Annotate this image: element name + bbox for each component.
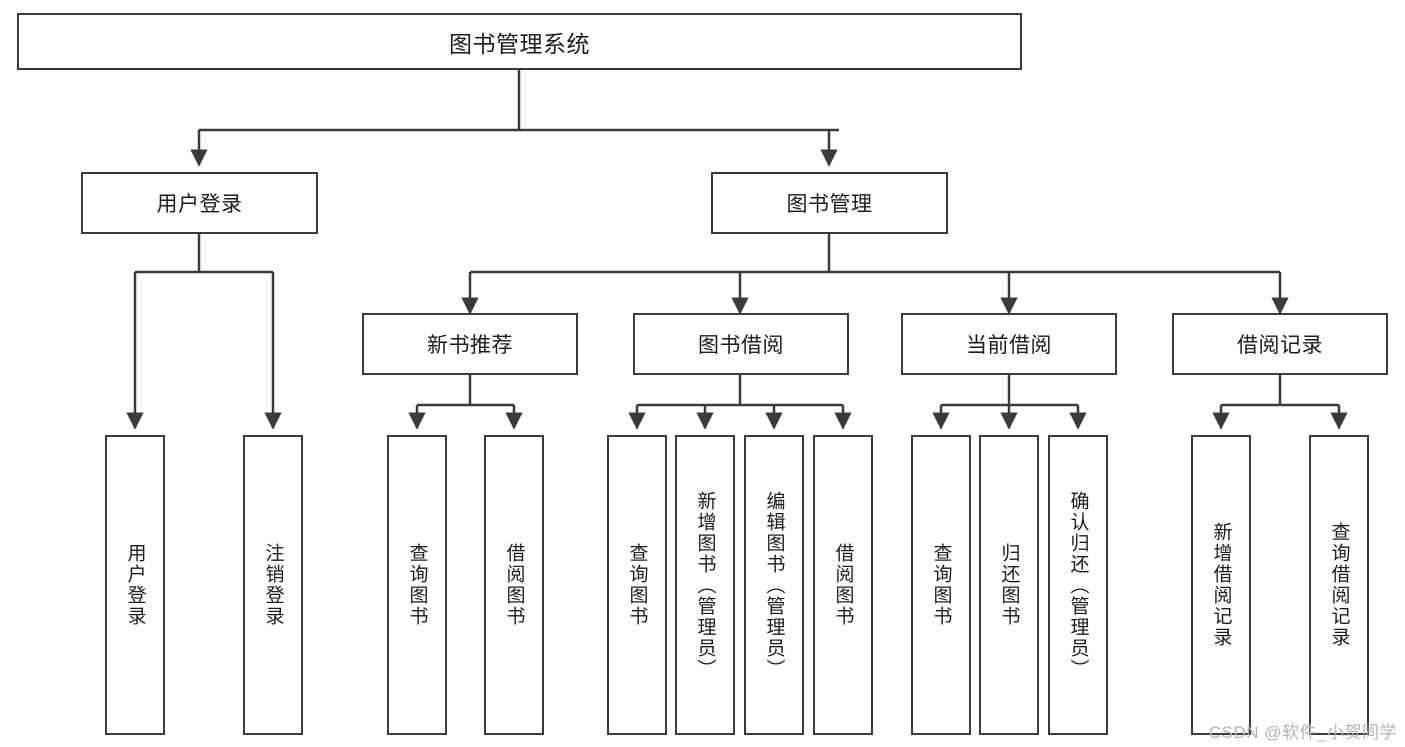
leaf-query-borrow-record[interactable]: 查询借阅记录 — [1309, 435, 1369, 735]
leaf-query-book-current[interactable]: 查询图书 — [911, 435, 971, 735]
leaf-return-book[interactable]: 归还图书 — [979, 435, 1039, 735]
node-label: 图书管理 — [786, 193, 873, 216]
node-label: 查询图书 — [406, 543, 428, 627]
node-label: 用户登录 — [156, 193, 243, 216]
leaf-add-book-admin[interactable]: 新增图书（管理员） — [675, 435, 735, 735]
node-user-login[interactable]: 用户登录 — [81, 172, 318, 234]
node-label: 当前借阅 — [966, 334, 1052, 357]
node-label: 新书推荐 — [427, 334, 513, 357]
node-current-borrow[interactable]: 当前借阅 — [901, 313, 1117, 375]
node-book-borrow[interactable]: 图书借阅 — [633, 313, 849, 375]
leaf-confirm-return-admin[interactable]: 确认归还（管理员） — [1048, 435, 1108, 735]
node-label: 查询借阅记录 — [1328, 522, 1350, 648]
node-label: 借阅记录 — [1237, 334, 1323, 357]
leaf-edit-book-admin[interactable]: 编辑图书（管理员） — [744, 435, 804, 735]
leaf-user-login[interactable]: 用户登录 — [105, 435, 165, 735]
node-book-management[interactable]: 图书管理 — [711, 172, 948, 234]
node-label: 新增图书（管理员） — [694, 490, 716, 680]
node-borrow-record[interactable]: 借阅记录 — [1172, 313, 1388, 375]
node-label: 注销登录 — [262, 543, 284, 627]
leaf-query-book-borrow[interactable]: 查询图书 — [607, 435, 667, 735]
leaf-add-borrow-record[interactable]: 新增借阅记录 — [1191, 435, 1251, 735]
node-root-book-management-system[interactable]: 图书管理系统 — [17, 13, 1022, 70]
leaf-borrow-book[interactable]: 借阅图书 — [813, 435, 873, 735]
node-label: 查询图书 — [626, 543, 648, 627]
leaf-query-book-recommend[interactable]: 查询图书 — [387, 435, 447, 735]
node-label: 图书管理系统 — [449, 30, 590, 57]
node-label: 确认归还（管理员） — [1067, 490, 1089, 680]
leaf-borrow-book-recommend[interactable]: 借阅图书 — [484, 435, 544, 735]
node-label: 归还图书 — [998, 543, 1020, 627]
node-label: 用户登录 — [124, 543, 146, 627]
node-label: 借阅图书 — [503, 543, 525, 627]
node-new-book-recommend[interactable]: 新书推荐 — [362, 313, 578, 375]
leaf-logout-login[interactable]: 注销登录 — [243, 435, 303, 735]
node-label: 图书借阅 — [698, 334, 784, 357]
node-label: 编辑图书（管理员） — [763, 490, 785, 680]
csdn-watermark: CSDN @软件_小贺同学 — [1208, 723, 1397, 742]
node-label: 借阅图书 — [832, 543, 854, 627]
node-label: 查询图书 — [930, 543, 952, 627]
node-label: 新增借阅记录 — [1210, 522, 1232, 648]
